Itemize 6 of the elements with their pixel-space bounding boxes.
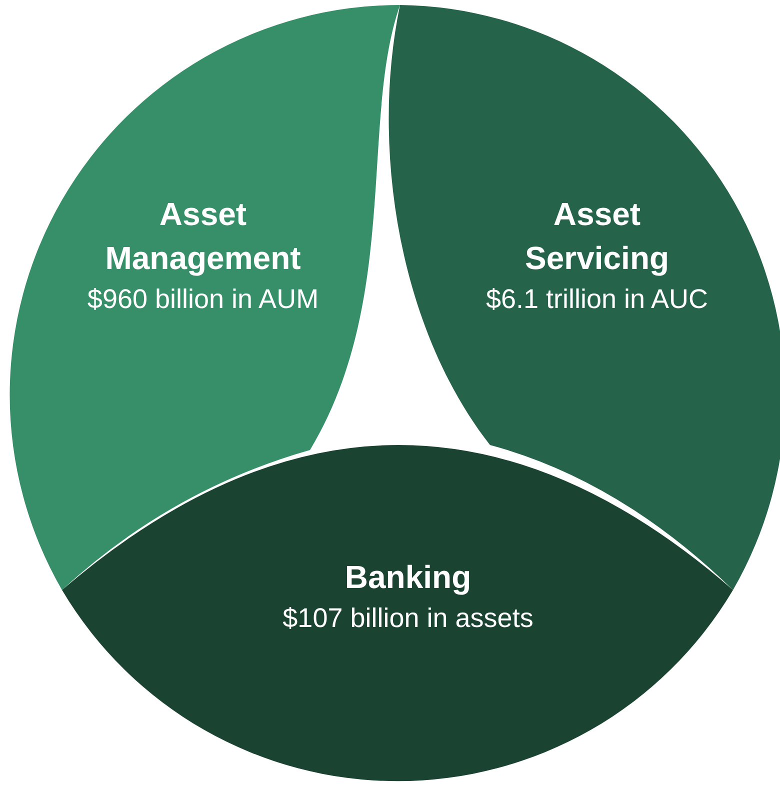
segment-value: $960 billion in AUM — [86, 283, 320, 316]
segment-value: $107 billion in assets — [282, 602, 534, 635]
segment-heading: Asset Servicing — [524, 195, 670, 278]
segment-heading: Asset Management — [104, 195, 302, 278]
segment-value: $6.1 trillion in AUC — [484, 283, 710, 316]
segment-heading: Banking — [344, 558, 472, 597]
